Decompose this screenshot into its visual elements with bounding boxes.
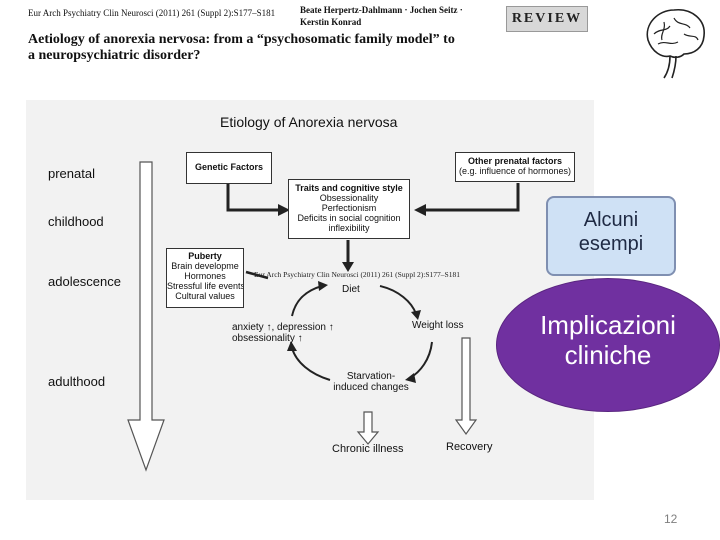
authors-line-2: Kerstin Konrad <box>300 17 362 27</box>
alcuni-esempi-callout: Alcuni esempi <box>546 196 676 276</box>
stage-childhood: childhood <box>48 214 104 229</box>
puberty-item: Brain developme <box>171 261 239 271</box>
authors: Beate Herpertz-Dahlmann · Jochen Seitz ·… <box>300 4 463 28</box>
other-prenatal-box: Other prenatal factors (e.g. influence o… <box>455 152 575 182</box>
traits-box: Traits and cognitive style Obsessionalit… <box>288 179 410 239</box>
starvation-line-1: Starvation- <box>346 371 396 382</box>
traits-title: Traits and cognitive style <box>295 183 403 193</box>
other-prenatal-title: Other prenatal factors <box>467 156 563 166</box>
puberty-item: Stressful life events <box>167 281 244 291</box>
anxiety-line-1: anxiety ↑, depression ↑ <box>232 322 334 333</box>
article-title: Aetiology of anorexia nervosa: from a “p… <box>28 32 455 63</box>
recovery-label: Recovery <box>446 441 493 453</box>
puberty-box: Puberty Brain developme Hormones Stressf… <box>166 248 244 308</box>
cycle-anxiety: anxiety ↑, depression ↑ obsessionality ↑ <box>232 322 334 344</box>
traits-item: inflexibility <box>328 223 370 233</box>
figure-title: Etiology of Anorexia nervosa <box>220 114 398 130</box>
chronic-illness-label: Chronic illness <box>332 443 404 455</box>
traits-item: Obsessionality <box>319 193 379 203</box>
alcuni-line-1: Alcuni <box>583 209 639 231</box>
journal-reference: Eur Arch Psychiatry Clin Neurosci (2011)… <box>28 8 276 18</box>
puberty-item: Cultural values <box>175 291 235 301</box>
starvation-line-2: induced changes <box>333 382 409 393</box>
review-label: REVIEW <box>506 6 588 32</box>
traits-item: Perfectionism <box>321 203 377 213</box>
implicazioni-cliniche-ellipse: Implicazioni cliniche <box>496 278 720 412</box>
inner-journal-reference: Eur Arch Psychiatry Clin Neurosci (2011)… <box>254 270 460 279</box>
stage-adulthood: adulthood <box>48 374 106 389</box>
alcuni-line-2: esempi <box>578 233 644 255</box>
anxiety-line-2: obsessionality ↑ <box>232 333 303 344</box>
genetic-factors-label: Genetic Factors <box>194 162 264 172</box>
puberty-title: Puberty <box>188 251 222 261</box>
authors-line-1: Beate Herpertz-Dahlmann · Jochen Seitz · <box>300 5 463 15</box>
stage-adolescence: adolescence <box>48 274 121 289</box>
other-prenatal-sub: (e.g. influence of hormones) <box>458 166 572 176</box>
puberty-item: Hormones <box>184 271 226 281</box>
impl-line-2: cliniche <box>564 340 652 370</box>
page-number: 12 <box>664 512 678 526</box>
stage-prenatal: prenatal <box>48 166 95 181</box>
cycle-starvation: Starvation- induced changes <box>326 371 416 393</box>
impl-line-1: Implicazioni <box>540 310 676 340</box>
genetic-factors-box: Genetic Factors <box>186 152 272 184</box>
cycle-weight-loss: Weight loss <box>412 320 464 331</box>
traits-item: Deficits in social cognition <box>297 213 401 223</box>
brain-icon <box>646 9 705 79</box>
cycle-diet: Diet <box>342 284 360 295</box>
